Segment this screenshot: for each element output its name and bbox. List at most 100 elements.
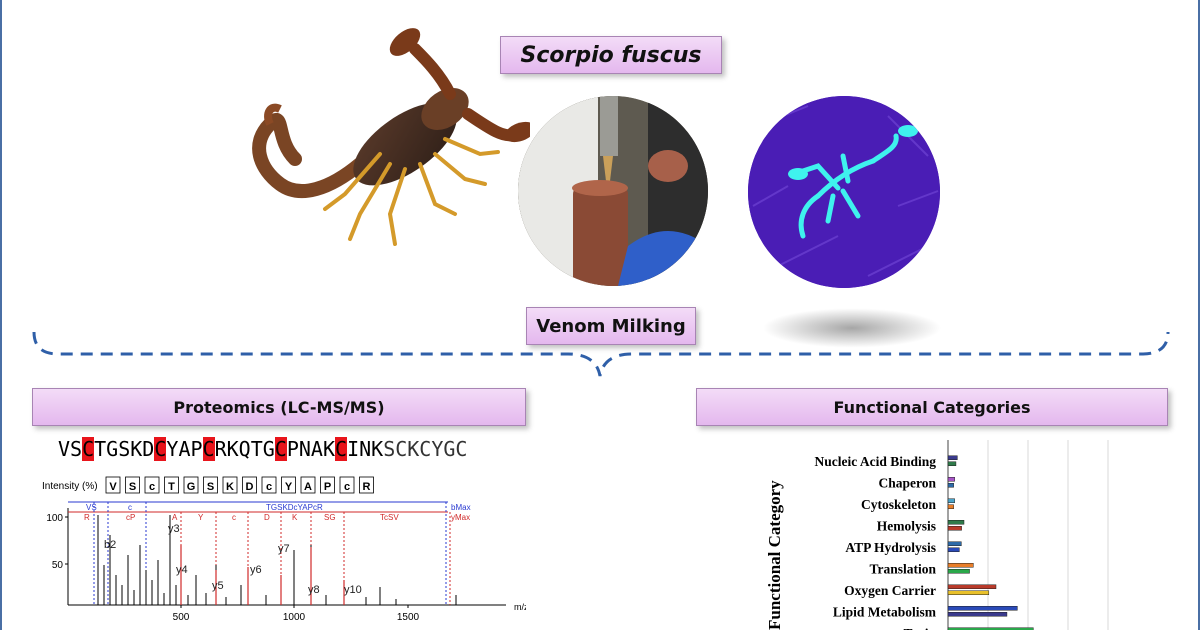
cysteine-residue: C [335, 437, 348, 461]
residue-box [339, 476, 355, 494]
category-label: Nucleic Acid Binding [814, 454, 936, 469]
sequence-segment: YAP [166, 437, 203, 461]
dashed-brace-connector [32, 331, 1170, 377]
residue-label: S [129, 481, 136, 493]
x-tick-label: 1500 [397, 612, 420, 623]
category-label: Hemolysis [877, 518, 936, 533]
venom-milking-photo [518, 96, 708, 286]
b-ion-series-label: c [128, 503, 132, 512]
residue-label: G [187, 481, 196, 493]
bar [947, 526, 962, 531]
cysteine-residue: C [202, 437, 215, 461]
y-ion-series-label: K [292, 513, 298, 522]
residue-box [183, 476, 199, 494]
residue-label: c [344, 481, 350, 493]
ion-label: y3 [168, 523, 180, 535]
bar [947, 612, 1008, 617]
residue-box [281, 476, 296, 494]
residue-box [261, 476, 277, 494]
ion-label: y4 [176, 564, 188, 576]
bar [947, 606, 1018, 611]
functional-axis-title: Functional Category [765, 480, 784, 630]
proteomics-header-box: Proteomics (LC-MS/MS) [32, 388, 526, 426]
bar [947, 590, 990, 595]
category-label: Lipid Metabolism [833, 604, 937, 619]
y-tick-label: 100 [46, 513, 63, 524]
residue-box [164, 476, 179, 494]
bar [947, 520, 965, 525]
shadow-decoration [762, 308, 942, 348]
bar [947, 547, 960, 552]
residue-label: R [363, 481, 371, 493]
y-ion-series-label: R [84, 513, 90, 522]
bar [947, 541, 962, 546]
functional-categories-chart: Functional Category Nucleic Acid BindingC… [765, 440, 1109, 630]
y-ion-series-label: A [172, 513, 178, 522]
x-tick-label: 1000 [283, 612, 306, 623]
right-frame-border [1198, 0, 1200, 630]
species-title: Scorpio fuscus [520, 42, 702, 68]
scorpion-image [252, 28, 530, 246]
cysteine-residue: C [154, 437, 167, 461]
bar [947, 584, 997, 589]
cysteine-residue: C [274, 437, 287, 461]
b-ion-series-label: bMax [451, 503, 471, 512]
residue-label: A [304, 481, 312, 493]
intensity-axis-label: Intensity (%) [42, 481, 98, 492]
y-ion-series-label: Y [198, 513, 204, 522]
bar [947, 483, 954, 488]
sequence-segment: RKQTG [214, 437, 275, 461]
ion-label: y8 [308, 584, 320, 596]
category-label: Translation [869, 561, 936, 576]
bar [947, 569, 970, 574]
bar [947, 498, 955, 503]
residue-label: S [207, 481, 214, 493]
residue-label: V [109, 481, 117, 493]
category-label: Chaperon [878, 475, 936, 490]
ion-label: b2 [104, 539, 116, 551]
category-label: ATP Hydrolysis [845, 540, 936, 555]
residue-label: c [149, 481, 155, 493]
uv-fluorescence-photo [748, 96, 940, 288]
y-ion-series-label: cP [126, 513, 135, 522]
residue-box [144, 476, 160, 494]
residue-label: K [226, 481, 234, 493]
residue-label: Y [285, 481, 293, 493]
y-tick-label: 50 [52, 560, 64, 571]
residue-label: P [324, 481, 331, 493]
proteomics-header: Proteomics (LC-MS/MS) [173, 397, 385, 417]
residue-box [300, 476, 316, 494]
b-ion-series-label: VS [86, 503, 97, 512]
ion-label: y7 [278, 543, 290, 555]
y-ion-series-label: yMax [451, 513, 470, 522]
venom-milking-label: Venom Milking [536, 315, 686, 337]
ion-label: y5 [212, 580, 224, 592]
y-ion-series-label: SG [324, 513, 336, 522]
left-frame-border [0, 0, 2, 630]
residue-label: D [246, 481, 254, 493]
residue-box [242, 476, 257, 494]
functional-categories-header-box: Functional Categories [696, 388, 1168, 426]
sequence-segment: SCKCYGC [383, 437, 468, 461]
residue-box [125, 476, 140, 494]
b-ion-series-label: TGSKDcYAPcR [266, 503, 323, 512]
peptide-sequence: VSCTGSKDCYAPCRKQTGCPNAKCINKSCKCYGC [58, 437, 467, 461]
residue-box [320, 476, 335, 494]
cysteine-residue: C [82, 437, 95, 461]
bar [947, 477, 955, 482]
residue-box [359, 476, 374, 494]
bar [947, 461, 957, 466]
residue-label: c [266, 481, 272, 493]
functional-categories-header: Functional Categories [833, 397, 1031, 417]
x-axis-unit: m/z [514, 602, 526, 612]
residue-box [203, 476, 218, 494]
sequence-segment: INK [347, 437, 384, 461]
category-label: Cytoskeleton [861, 497, 936, 512]
bar [947, 504, 954, 509]
x-tick-label: 500 [173, 612, 190, 623]
y-ion-series-label: TcSV [380, 513, 399, 522]
ion-label: y6 [250, 564, 262, 576]
y-ion-series-label: D [264, 513, 270, 522]
sequence-segment: TGSKD [94, 437, 155, 461]
